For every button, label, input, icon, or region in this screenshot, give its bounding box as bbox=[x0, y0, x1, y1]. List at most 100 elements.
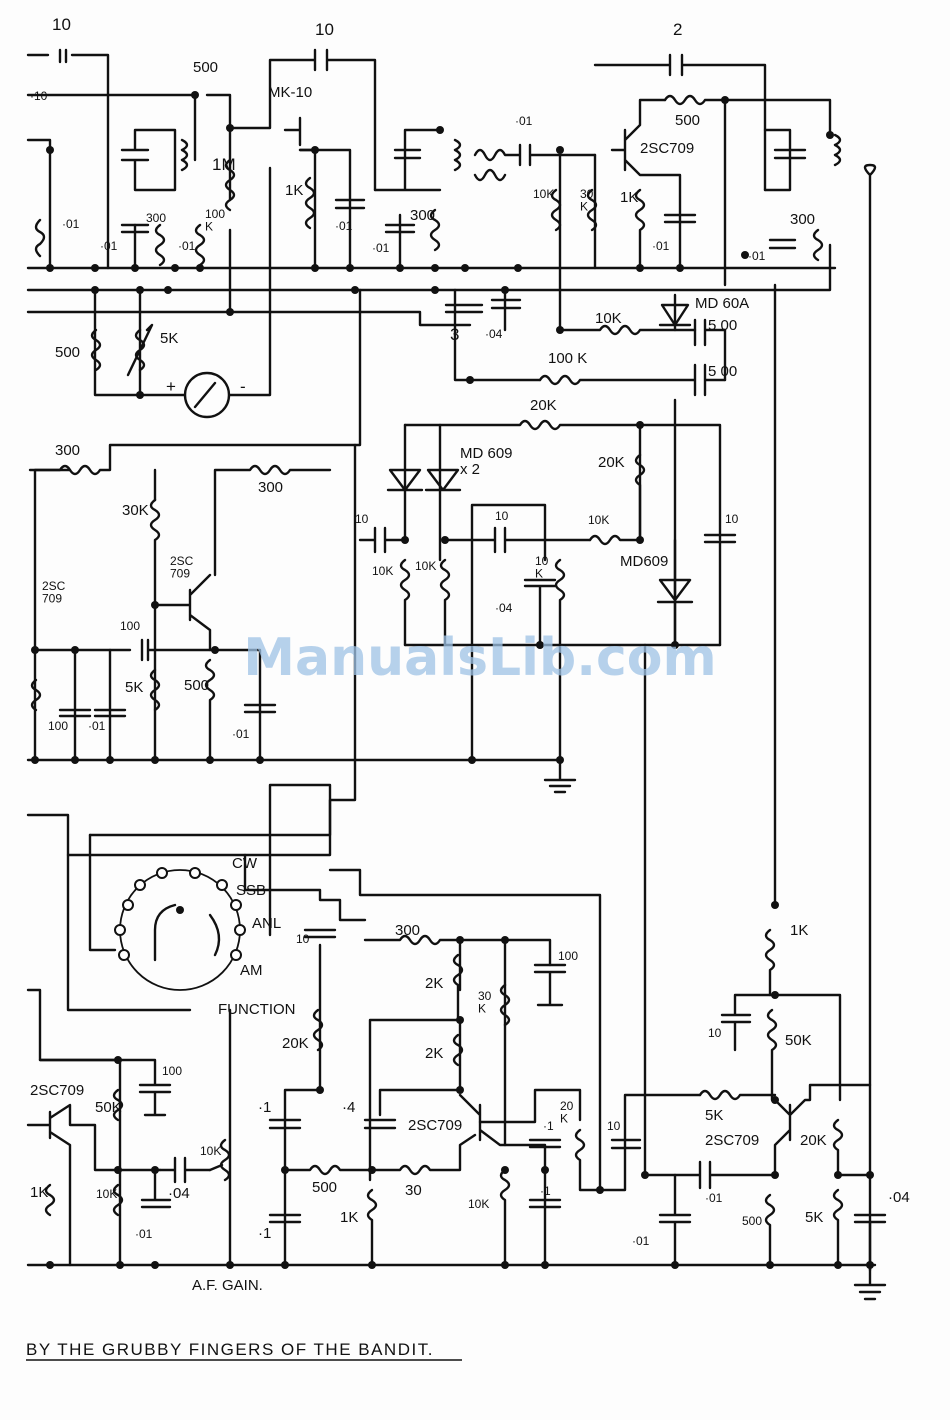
label-r-100k-b: 100 K bbox=[548, 350, 587, 367]
label-c-01-f: ·01 bbox=[515, 114, 533, 128]
label-r-10k-i: 10K bbox=[200, 1144, 221, 1158]
label-c-1-c: ·1 bbox=[258, 1225, 271, 1242]
junction-dots bbox=[31, 91, 874, 1269]
label-r-10k-a: 10K bbox=[533, 187, 554, 201]
label-c-01-e: ·01 bbox=[372, 241, 390, 255]
label-c-100-c: 100 bbox=[558, 949, 578, 963]
label-r-10k-d: 10K bbox=[415, 559, 436, 573]
label-r-20k-c: 20K bbox=[282, 1035, 309, 1052]
function-switch[interactable] bbox=[114, 867, 246, 961]
label-c-01-m: ·01 bbox=[632, 1234, 650, 1248]
label-r-5k-d: 5K bbox=[805, 1209, 823, 1226]
label-c-1-a: ·1 bbox=[258, 1099, 271, 1116]
label-r-300-e: 300 bbox=[258, 479, 283, 496]
footer-credit: BY THE GRUBBY FINGERS OF THE BANDIT. bbox=[26, 1340, 434, 1359]
label-c-01-g: ·01 bbox=[652, 239, 670, 253]
label-r-20k-b: 20K bbox=[598, 454, 625, 471]
label-r-1k-b: 1K bbox=[620, 189, 638, 206]
label-r-1k-d: 1K bbox=[30, 1184, 48, 1201]
label-c-500-top: 500 bbox=[193, 59, 218, 76]
label-c-01-i: ·01 bbox=[88, 719, 106, 733]
label-r-20k-e: 20K bbox=[800, 1132, 827, 1149]
label-r-300-f: 300 bbox=[395, 922, 420, 939]
label-c-01-b: ·01 bbox=[100, 239, 118, 253]
label-d-md609: MD609 bbox=[620, 553, 668, 570]
label-c-1-d: ·1 bbox=[540, 1184, 551, 1198]
label-c-04-d: ·04 bbox=[888, 1189, 910, 1206]
label-c-01-k: ·01 bbox=[748, 249, 766, 263]
label-q-2sc709-a: 2SC709 bbox=[640, 140, 694, 157]
label-r-1k-e: 1K bbox=[790, 922, 808, 939]
label-q-mk10: MK-10 bbox=[268, 84, 312, 101]
label-sw-cw: CW bbox=[232, 855, 258, 872]
label-r-2k-b: 2K bbox=[425, 1045, 443, 1062]
label-r-30k-b: 30K bbox=[122, 502, 149, 519]
label-c-10-d: 10 bbox=[296, 932, 310, 946]
label-c-01-j: ·01 bbox=[135, 1227, 153, 1241]
label-c-10-b: 10 bbox=[495, 509, 509, 523]
label-sw-am: AM bbox=[240, 962, 263, 979]
component-labels: 10 10 2 500 MK-10 ·10 ·01 ·01 ·01 1M 300… bbox=[30, 15, 910, 1294]
label-c-100-b: 100 bbox=[48, 719, 68, 733]
label-r-2k-a: 2K bbox=[425, 975, 443, 992]
label-r-5k-c: 5K bbox=[705, 1107, 723, 1124]
label-r-10k-e: 10K bbox=[588, 513, 609, 527]
label-c-01-h: ·01 bbox=[232, 727, 250, 741]
label-c-10-c: 10 bbox=[725, 512, 739, 526]
label-r-10k-g: 10K bbox=[468, 1197, 489, 1211]
label-r-1k-a: 1K bbox=[285, 182, 303, 199]
label-r-30: 30 bbox=[405, 1182, 422, 1199]
label-c-04-b: ·04 bbox=[495, 601, 513, 615]
label-c-10-tl: 10 bbox=[52, 15, 71, 34]
label-r-500-d: 500 bbox=[312, 1179, 337, 1196]
label-r-5k-b: 5K bbox=[125, 679, 143, 696]
label-r-5k-a: 5K bbox=[160, 330, 178, 347]
label-c-01-l: ·01 bbox=[705, 1191, 723, 1205]
label-c-2-top: 2 bbox=[673, 20, 682, 39]
wiring bbox=[26, 48, 887, 1301]
label-q-2sc709-d: 2SC709 bbox=[408, 1117, 462, 1134]
label-c-10-f: 10 bbox=[708, 1026, 722, 1040]
label-sw-anl: ANL bbox=[252, 915, 281, 932]
label-r-500-e: 500 bbox=[742, 1214, 762, 1228]
label-c-500-b: 5 00 bbox=[708, 363, 737, 380]
label-r-50k-b: 50K bbox=[785, 1032, 812, 1049]
label-c-10-e: 10 bbox=[607, 1119, 621, 1133]
label-c-100-a: 100 bbox=[120, 619, 140, 633]
label-c-10-top: 10 bbox=[315, 20, 334, 39]
label-r-500-c: 500 bbox=[184, 677, 209, 694]
label-r-500-b: 500 bbox=[55, 344, 80, 361]
label-c-04-a: ·04 bbox=[485, 327, 503, 341]
label-c-01-c: ·01 bbox=[178, 239, 196, 253]
label-r-1k-c: 1K bbox=[340, 1209, 358, 1226]
label-c-04-c: ·04 bbox=[168, 1185, 190, 1202]
label-c-3: 3 bbox=[450, 325, 459, 344]
label-c-01-d: ·01 bbox=[335, 219, 353, 233]
label-r-300-b: 300 bbox=[410, 207, 435, 224]
label-r-10k-c: 10K bbox=[372, 564, 393, 578]
label-af-gain: A.F. GAIN. bbox=[192, 1277, 263, 1294]
label-meter-plus: + bbox=[166, 377, 176, 396]
label-r-10k-b: 10K bbox=[595, 310, 622, 327]
label-c-500-a: 5 00 bbox=[708, 317, 737, 334]
label-r-20k-a: 20K bbox=[530, 397, 557, 414]
watermark: ManualsLib.com bbox=[243, 628, 716, 688]
label-sw-ssb: SSB bbox=[236, 882, 266, 899]
label-r-1m: 1M bbox=[212, 155, 236, 174]
label-sw-function: FUNCTION bbox=[218, 1001, 296, 1018]
label-c-100-d: 100 bbox=[162, 1064, 182, 1078]
label-r-300-c: 300 bbox=[790, 211, 815, 228]
label-d-md60a: MD 60A bbox=[695, 295, 749, 312]
label-r-500-a: 500 bbox=[675, 112, 700, 129]
label-c-10-a: 10 bbox=[355, 512, 369, 526]
